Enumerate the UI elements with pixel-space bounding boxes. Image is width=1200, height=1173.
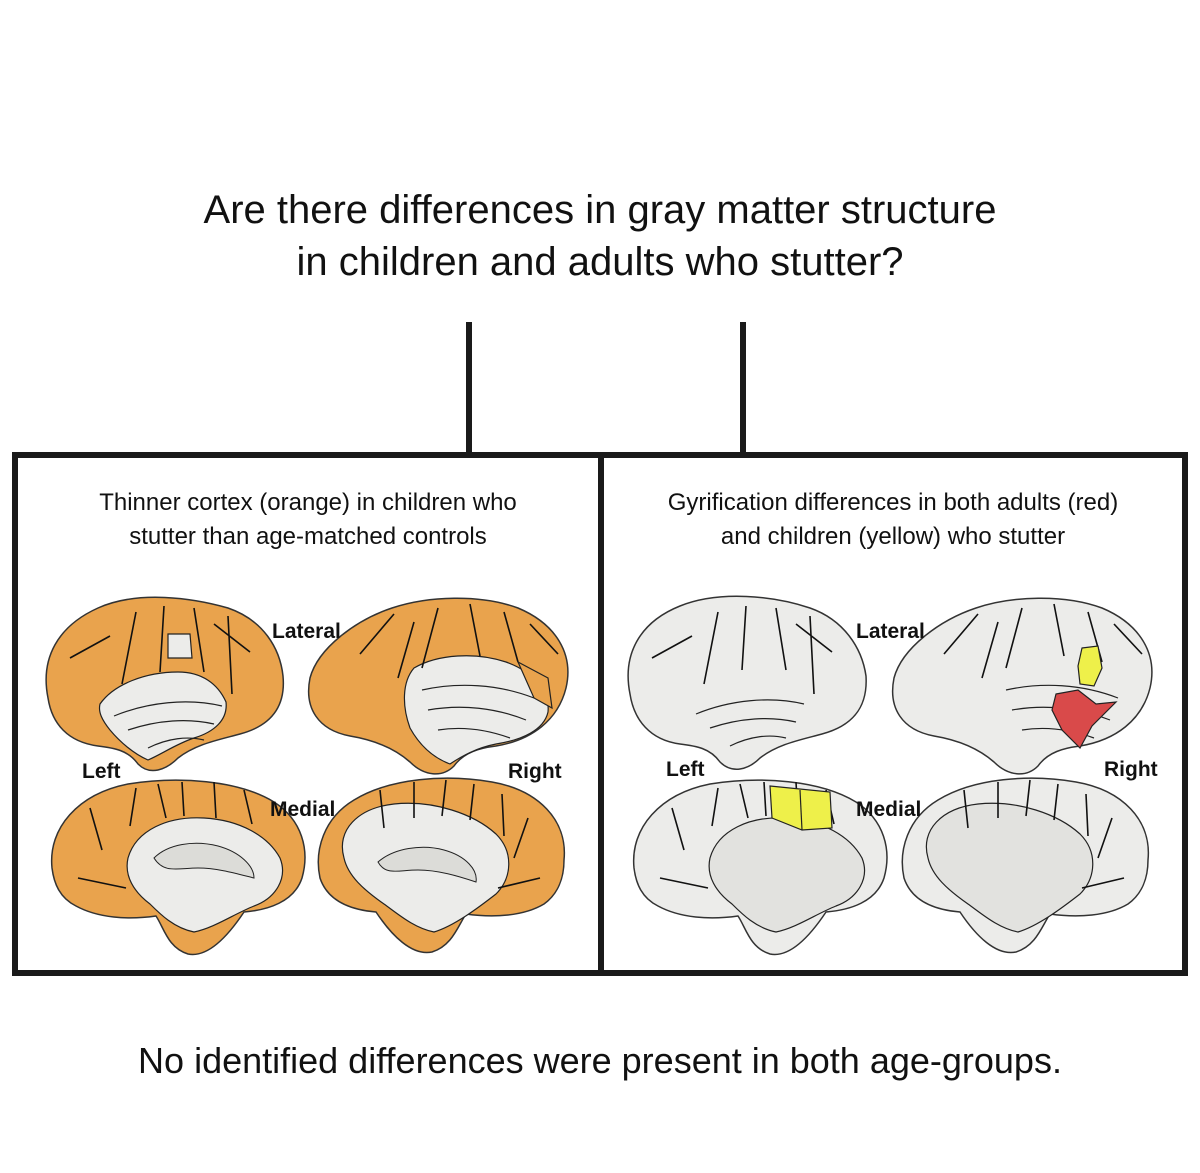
panel-title-line-2: and children (yellow) who stutter	[720, 523, 1066, 550]
panel-gyrification: Gyrification differences in both adults …	[598, 452, 1188, 976]
label-lateral: Lateral	[272, 620, 341, 643]
brain-right-medial	[317, 777, 566, 954]
panel-title-line-1: Gyrification differences in both adults …	[667, 489, 1119, 516]
question-text: Are there differences in gray matter str…	[0, 184, 1200, 288]
connector-right	[740, 322, 746, 456]
panel-cortical-thickness: Thinner cortex (orange) in children who …	[12, 452, 604, 976]
brain-left-lateral	[45, 596, 285, 772]
brain-maps-thickness: Lateral Medial Left Right	[45, 596, 569, 956]
panel-title: Thinner cortex (orange) in children who …	[18, 486, 598, 554]
label-left: Left	[82, 760, 121, 783]
label-medial: Medial	[856, 798, 921, 821]
panel-title-line-1: Thinner cortex (orange) in children who	[99, 489, 517, 516]
brain-maps-gyrification: Lateral Medial Left Right	[627, 595, 1158, 956]
label-lateral: Lateral	[856, 620, 925, 643]
brain-right-medial	[901, 777, 1150, 954]
brain-left-medial	[50, 779, 306, 956]
label-right: Right	[1104, 758, 1158, 781]
panel-title-line-2: stutter than age-matched controls	[129, 523, 487, 550]
brain-left-medial	[632, 779, 888, 956]
connector-left	[466, 322, 472, 456]
panel-title: Gyrification differences in both adults …	[604, 486, 1182, 554]
conclusion-text: No identified differences were present i…	[138, 1040, 1062, 1081]
label-left: Left	[666, 758, 705, 781]
brain-left-lateral	[627, 595, 867, 770]
brain-right-lateral	[892, 597, 1153, 775]
label-medial: Medial	[270, 798, 335, 821]
question-line-2: in children and adults who stutter?	[296, 240, 904, 284]
brain-right-lateral	[308, 597, 569, 775]
question-line-1: Are there differences in gray matter str…	[203, 188, 997, 232]
label-right: Right	[508, 760, 562, 783]
